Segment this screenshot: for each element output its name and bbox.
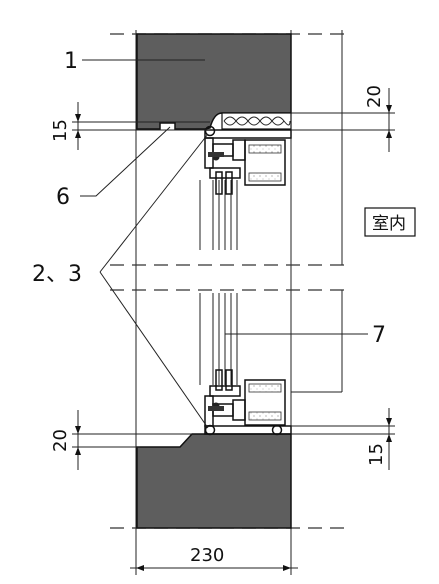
bottom-frame-profile — [204, 369, 292, 436]
dim-bottom-right-value: 15 — [366, 443, 387, 466]
indoor-label-box: 室内 — [364, 207, 416, 237]
dim-bottom-right: 15 — [291, 408, 395, 470]
dim-top-right: 20 — [291, 85, 395, 152]
dim-top-left: 15 — [50, 102, 210, 150]
dim-bottom-left-value: 20 — [50, 429, 71, 452]
dim-top-right-value: 20 — [364, 85, 385, 108]
label-6-leader: 6 — [56, 126, 171, 210]
bottom-wall-block — [136, 433, 292, 529]
label-1: 1 — [64, 49, 78, 74]
insulation-strip — [221, 112, 292, 130]
top-frame-profile — [204, 125, 292, 195]
glazing-panes — [199, 180, 238, 385]
label-7-leader: 7 — [225, 323, 386, 348]
dim-wall-width-value: 230 — [190, 545, 224, 566]
label-2-3-leader: 2、3 — [32, 133, 209, 429]
dim-bottom-left: 20 — [50, 410, 192, 470]
label-7: 7 — [372, 323, 386, 348]
label-2-3: 2、3 — [32, 262, 82, 287]
indoor-label: 室内 — [372, 214, 406, 234]
dim-top-left-value: 15 — [50, 119, 71, 142]
label-6: 6 — [56, 185, 70, 210]
label-1-leader: 1 — [64, 49, 205, 74]
dim-wall-width: 230 — [130, 540, 298, 575]
